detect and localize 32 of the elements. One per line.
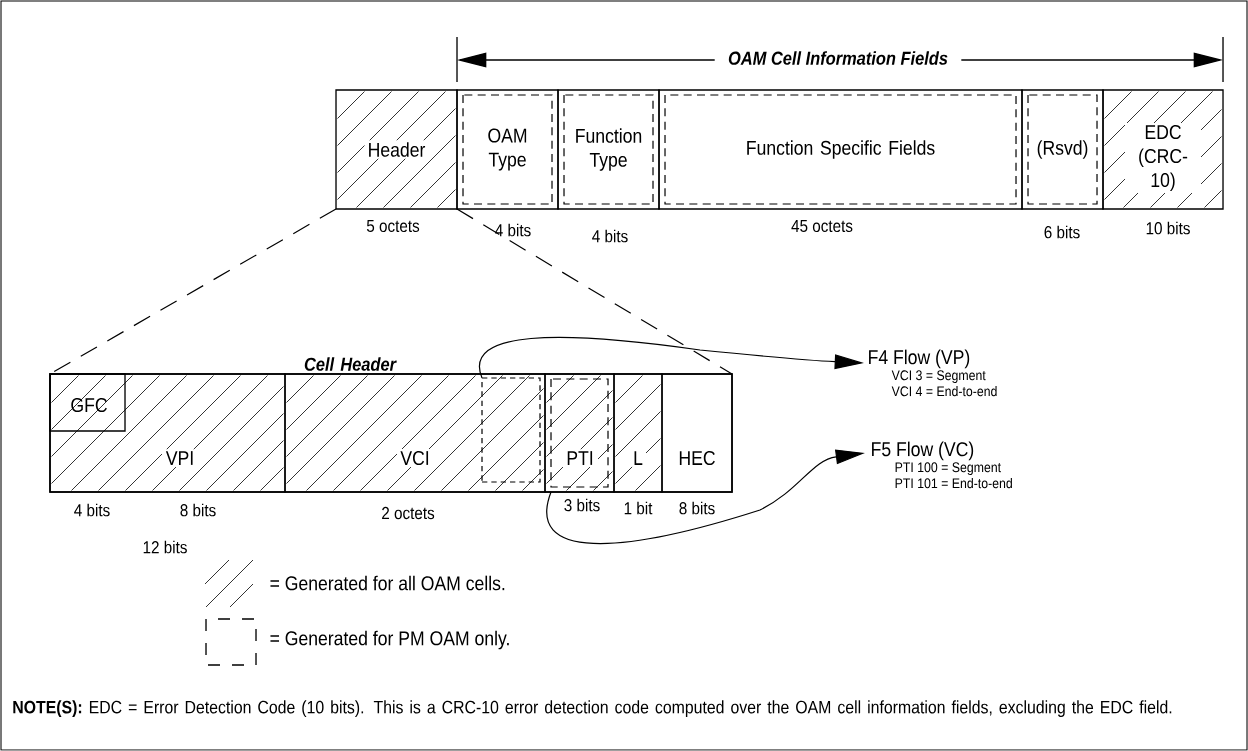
field-cell: Header	[335, 89, 458, 210]
flow-text: F4 Flow (VP) VCI 3 = Segment VCI 4 = End-to-end	[869, 349, 997, 397]
field-cell: Function Specific Fields	[658, 89, 1023, 210]
note-text: NOTE(S): EDC = Error Detection Code (10 bits). This is a CRC-10 error detection code computed over the OAM cell information fields, excluding the EDC field.	[13, 700, 1172, 718]
size-label: 8 bits	[679, 501, 715, 515]
field-cell: Function Type	[557, 89, 660, 210]
node-label: Cell Header	[304, 357, 397, 371]
size-label: 10 bits	[1146, 221, 1190, 235]
dimension-label: OAM Cell Information Fields	[714, 48, 962, 68]
dashed-box	[481, 377, 541, 483]
size-label: 4 bits	[74, 503, 110, 517]
field-cell: VCI	[284, 373, 546, 493]
field-cell: L	[613, 373, 663, 493]
legend-text: = Generated for PM OAM only.	[270, 630, 509, 650]
field-cell: (Rsvd)	[1021, 89, 1104, 210]
legend-text: = Generated for all OAM cells.	[270, 575, 505, 591]
field-cell: PTI	[544, 373, 615, 493]
size-label: 4 bits	[495, 223, 531, 237]
size-label: 6 bits	[1044, 225, 1080, 239]
size-label: 5 octets	[366, 219, 420, 233]
field-cell: EDC (CRC-10)	[1102, 89, 1224, 210]
size-label: 1 bit	[624, 501, 653, 515]
size-label: 3 bits	[564, 498, 600, 512]
size-label: 4 bits	[592, 229, 628, 243]
projection-line	[49, 208, 337, 375]
size-label: 2 octets	[382, 506, 435, 520]
size-label: 45 octets	[791, 219, 853, 233]
field-cell: HEC	[661, 373, 733, 493]
size-label: 8 bits	[180, 503, 216, 517]
size-label: 12 bits	[143, 540, 187, 554]
flow-text: F5 Flow (VC) PTI 100 = Segment PTI 101 = End-to-end	[872, 441, 1012, 489]
field-cell: OAM Type	[456, 89, 559, 210]
